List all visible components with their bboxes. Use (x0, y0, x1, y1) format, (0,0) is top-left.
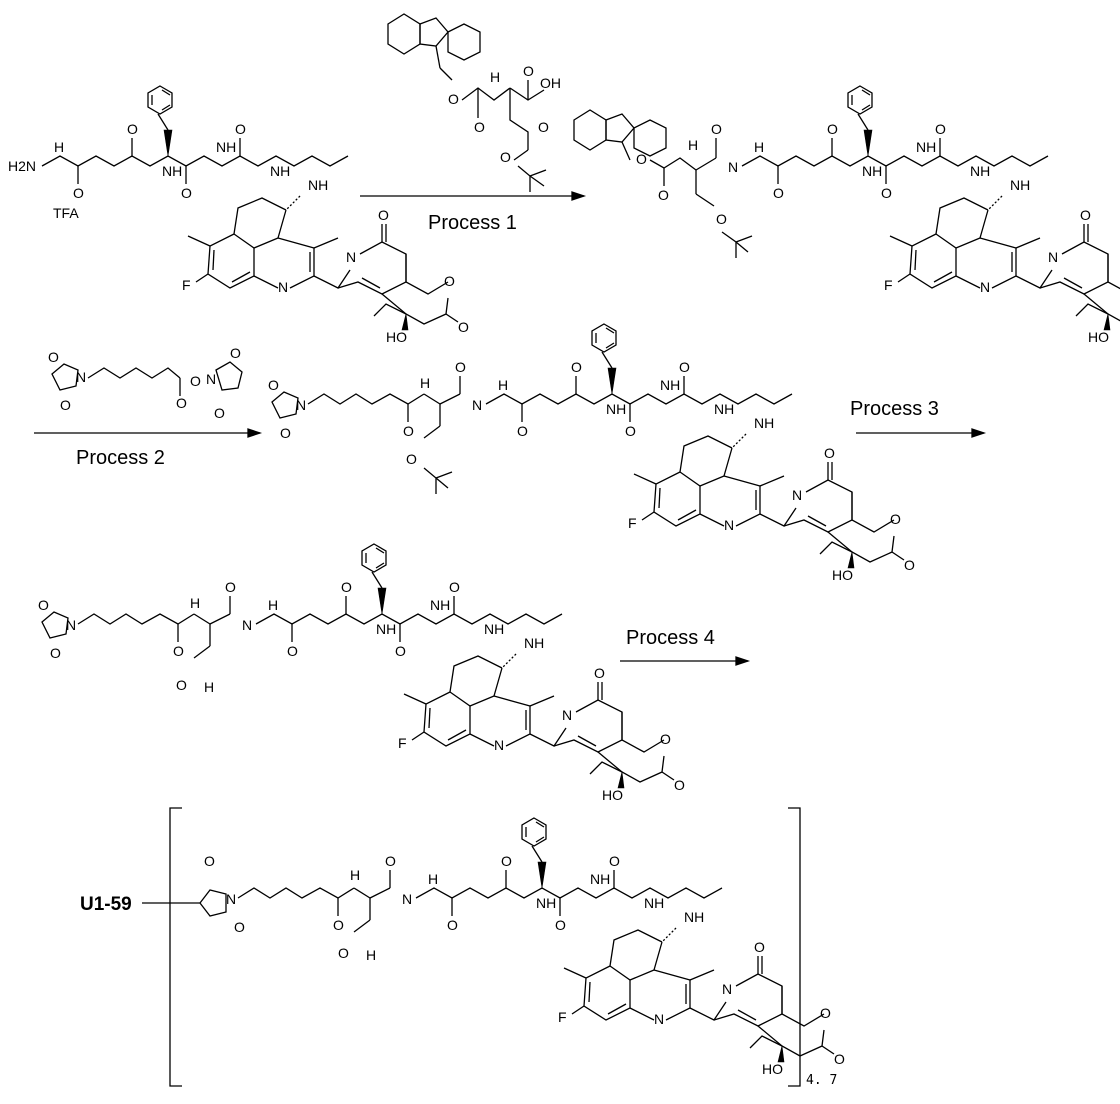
int2-o3: O (403, 423, 414, 439)
antibody-label: U1-59 (80, 894, 132, 915)
fmoc-asp-reagent: O O H OH O O O (388, 14, 561, 192)
fin-o4: O (338, 945, 349, 961)
fin-h2: H (366, 947, 376, 963)
int1-o4: O (711, 121, 722, 137)
starting-material: H2N TFA (8, 86, 469, 345)
process-2-arrow (34, 429, 260, 437)
int2-o5: O (455, 359, 466, 375)
int1-h1: H (688, 137, 698, 153)
int3-o1: O (38, 597, 49, 613)
tfa-label: TFA (53, 205, 79, 221)
int2-n1: N (296, 397, 306, 413)
int2-n2: N (472, 397, 482, 413)
int2-o2: O (280, 425, 291, 441)
mc-n1: N (76, 369, 86, 385)
mc-o1: O (48, 349, 59, 365)
mc-o3: O (176, 395, 187, 411)
fin-o5: O (385, 853, 396, 869)
fin-o2: O (234, 919, 245, 935)
fmoc-o2-label: O (474, 119, 485, 135)
process-1-label: Process 1 (428, 212, 517, 234)
int3-o3: O (173, 643, 184, 659)
int1-n1: N (728, 159, 738, 175)
fmoc-o-label: O (448, 91, 459, 107)
int3-o2: O (50, 645, 61, 661)
process-2-label: Process 2 (76, 447, 165, 469)
int3-o4: O (176, 677, 187, 693)
int3-h1: H (190, 595, 200, 611)
intermediate-1: O O H O O N (574, 86, 1120, 345)
fmoc-oh-label: OH (540, 75, 561, 91)
int3-o5: O (225, 579, 236, 595)
h2n-label: H2N (8, 158, 36, 174)
mc-n2: N (206, 371, 216, 387)
fin-h1: H (350, 867, 360, 883)
mc-o6: O (214, 405, 225, 421)
int3-n2: N (242, 617, 252, 633)
int2-o1: O (268, 377, 279, 393)
mc-o4: O (190, 373, 201, 389)
int1-o2: O (658, 187, 669, 203)
mc-nhs-reagent: O O N O O N O O (48, 345, 242, 421)
intermediate-2: O O N O H O O N (268, 324, 915, 583)
fin-n2: N (402, 891, 412, 907)
process-1-arrow (360, 192, 584, 200)
mc-o2: O (60, 397, 71, 413)
process-4-label: Process 4 (626, 627, 715, 649)
fmoc-h-label: H (490, 69, 500, 85)
fin-n1: N (226, 891, 236, 907)
process-3-label: Process 3 (850, 398, 939, 420)
int1-o1: O (636, 151, 647, 167)
int2-o4: O (406, 451, 417, 467)
process-3-arrow (856, 429, 984, 437)
int1-o3: O (716, 211, 727, 227)
int2-h1: H (420, 375, 430, 391)
process-4-arrow (620, 657, 748, 665)
int3-h2: H (204, 679, 214, 695)
drug-antibody-ratio: 4. 7 (806, 1073, 837, 1088)
final-conjugate: U1-59 O O N O H O H O N 4. 7 (80, 808, 845, 1088)
mc-o5: O (230, 345, 241, 361)
intermediate-3: O O N O H O H O N (38, 544, 685, 803)
fin-o1: O (204, 853, 215, 869)
fmoc-o3-label: O (523, 63, 534, 79)
fmoc-o5-label: O (500, 149, 511, 165)
fin-o3: O (333, 917, 344, 933)
fmoc-o4-label: O (538, 119, 549, 135)
int3-n1: N (66, 617, 76, 633)
